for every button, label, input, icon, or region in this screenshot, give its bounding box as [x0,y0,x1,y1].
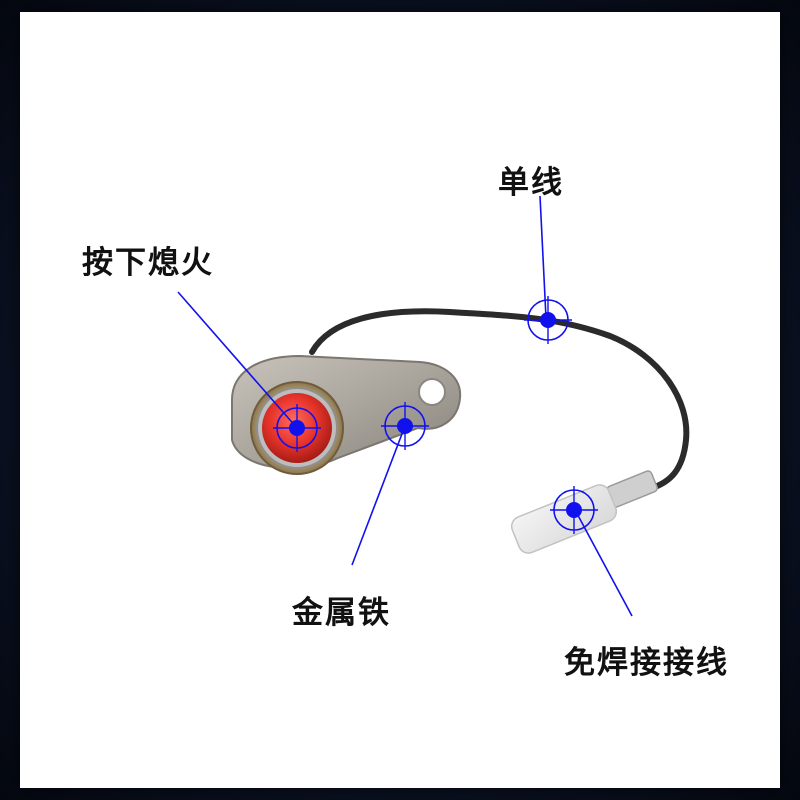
label-solderless-connector: 免焊接接线 [564,645,729,681]
marker-connector [550,486,598,534]
label-press-to-kill: 按下熄火 [82,245,214,281]
wire-cable [309,308,690,491]
label-single-wire: 单线 [498,165,564,201]
marker-button [273,404,321,452]
marker-metal [381,402,429,450]
mounting-hole [418,378,446,406]
leader-lines [177,195,633,617]
label-metal-iron: 金属铁 [292,595,391,631]
leader-metal [351,425,406,566]
leader-solderless [573,507,633,617]
leader-single [539,195,547,319]
leader-press [177,291,298,429]
solderless-connector [510,470,658,554]
marker-single-wire [524,296,572,344]
